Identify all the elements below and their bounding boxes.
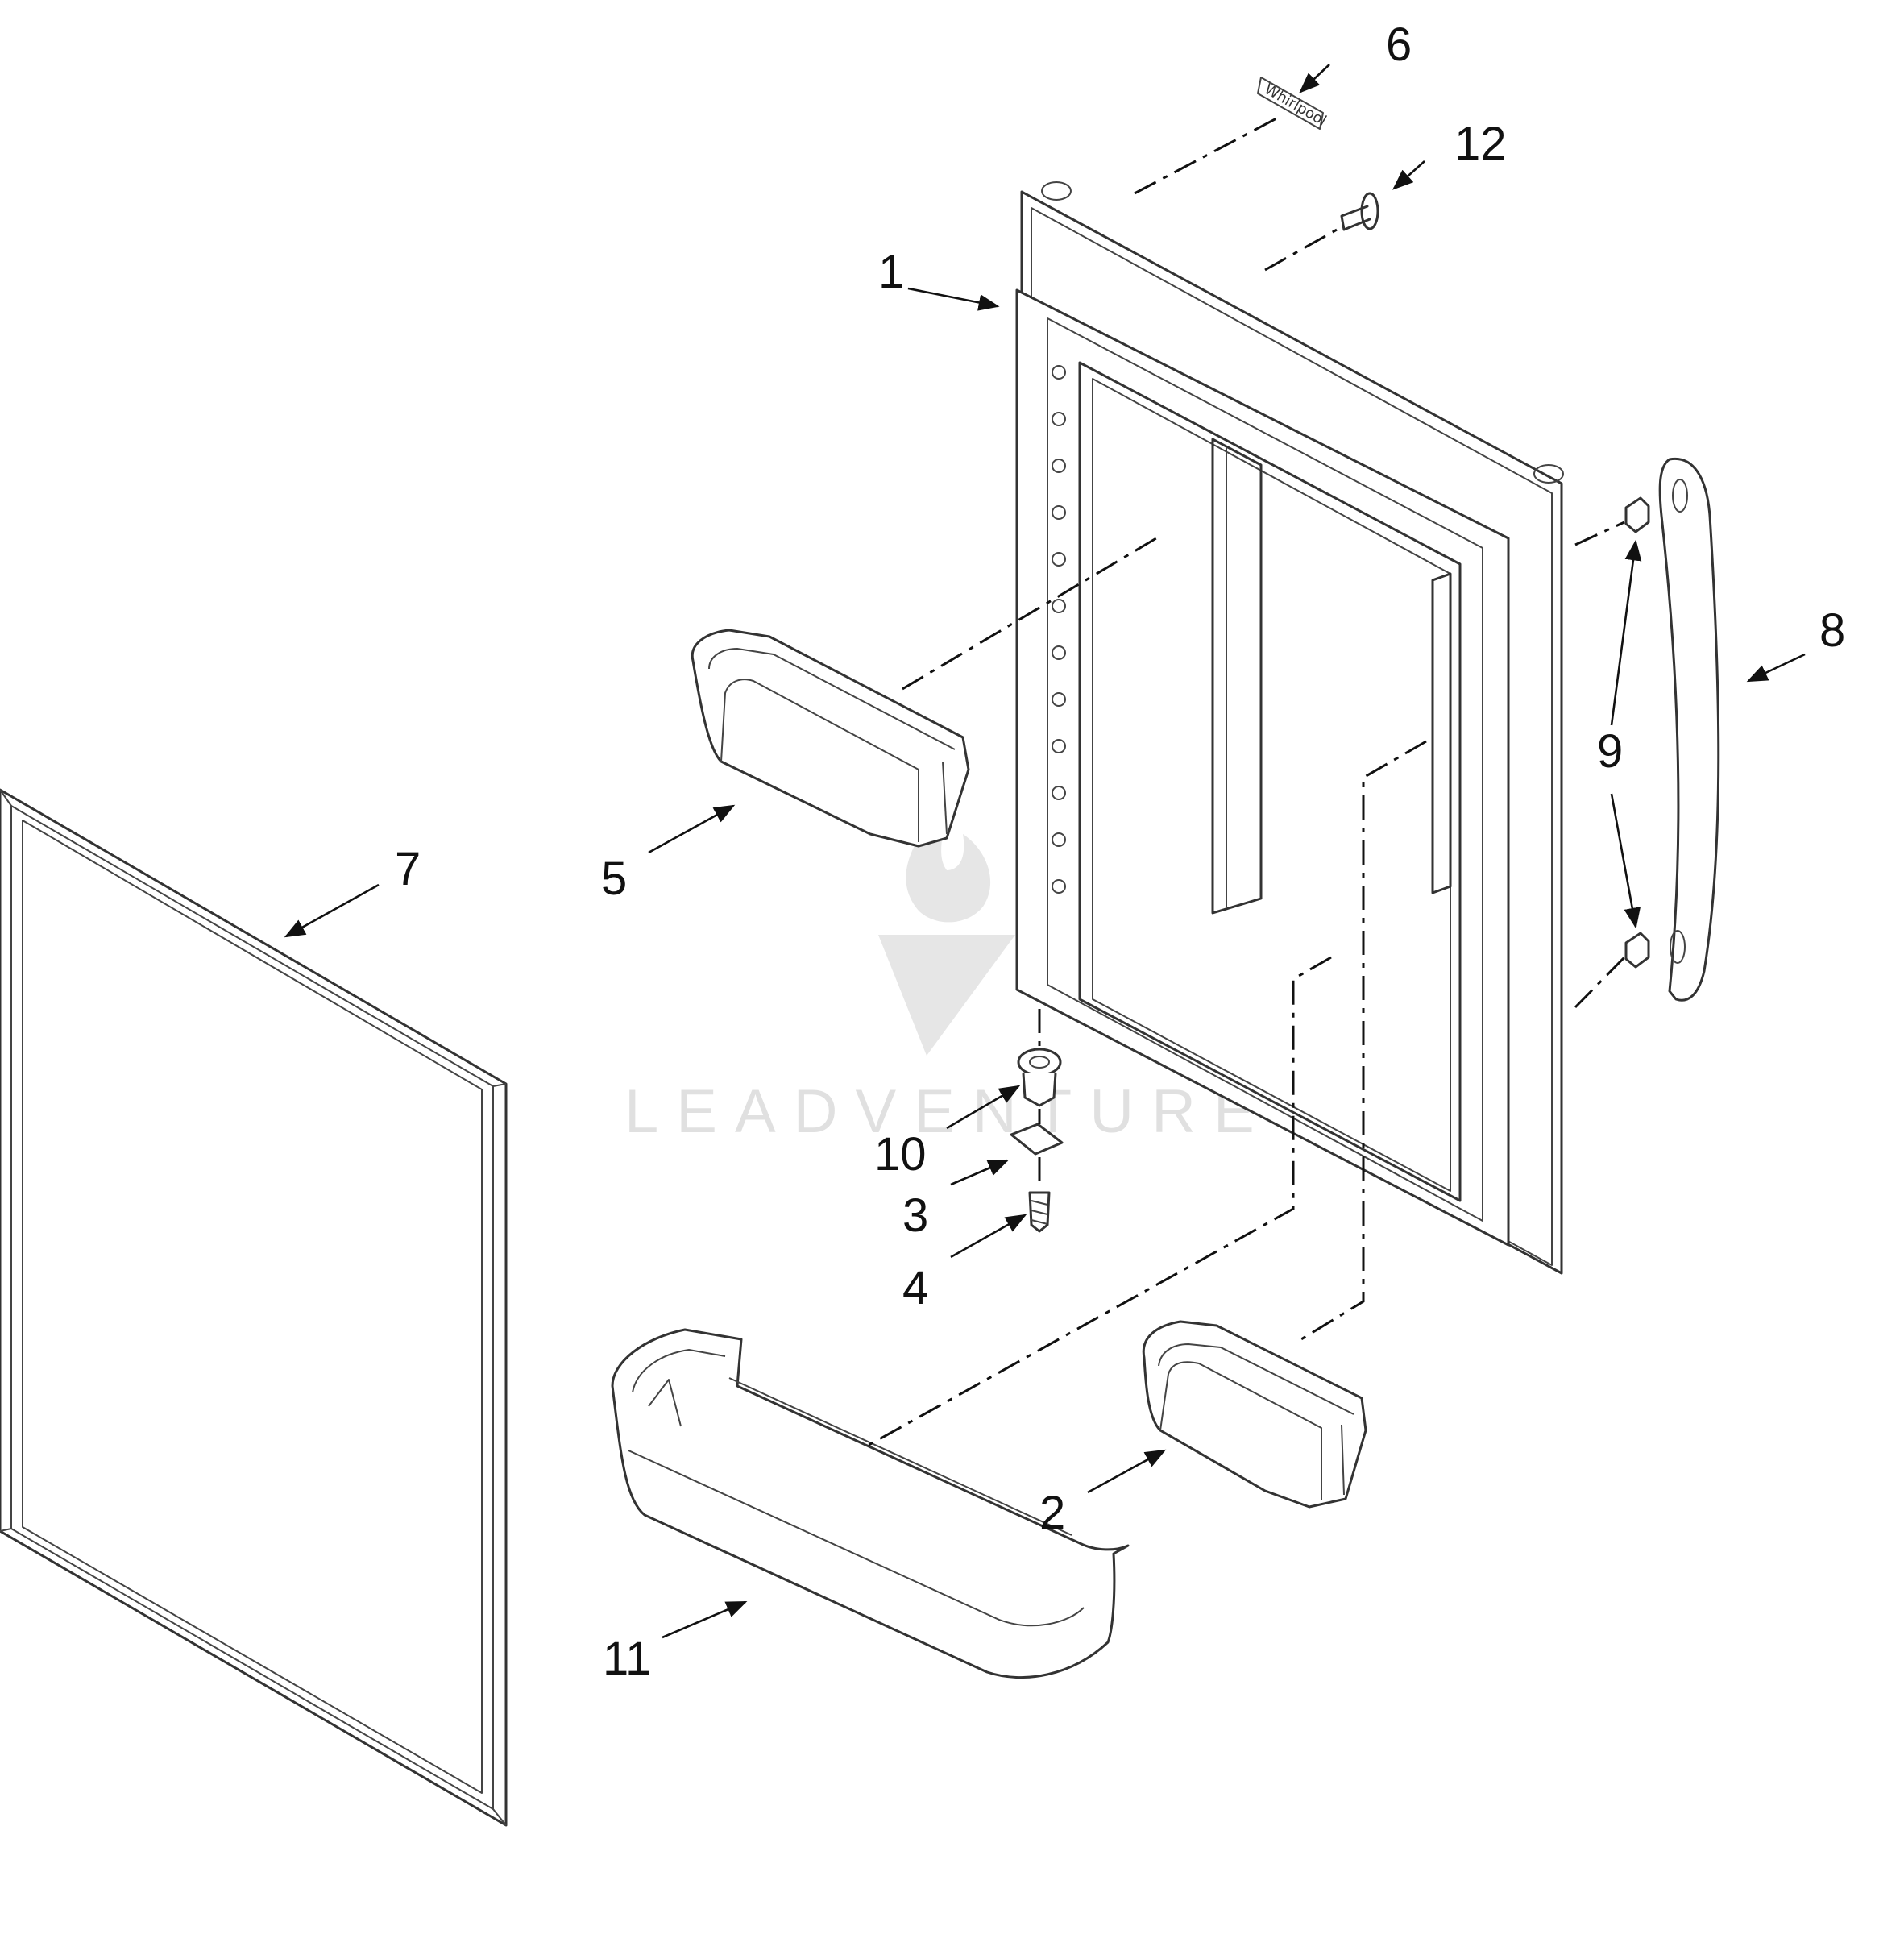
hinge-screw [1028,1191,1051,1233]
callout-labels: 1 2 3 4 5 6 7 8 9 10 11 12 [395,19,1845,1685]
callout-5: 5 [601,853,627,905]
callout-3: 3 [902,1189,928,1242]
callout-9: 9 [1597,725,1623,778]
leader-arrows [284,64,1806,1639]
assembly-guide-lines [865,115,1626,1448]
callout-7: 7 [395,843,421,895]
door-handle [1658,457,1720,1002]
handle-screws [1624,496,1650,969]
door-shelf-lower [611,1328,1130,1679]
callout-4: 4 [902,1262,928,1314]
door-assembly [1015,181,1564,1275]
callout-11: 11 [603,1633,651,1685]
callout-12: 12 [1454,118,1507,170]
hinge-plate [1010,1123,1064,1156]
shelf-support-bumps [1052,365,1066,894]
callout-2: 2 [1039,1487,1065,1539]
callout-1: 1 [878,246,904,298]
callout-6: 6 [1386,19,1412,71]
door-bin-lower [1142,1320,1367,1509]
callout-10: 10 [874,1128,927,1181]
hinge-bushing [1017,1048,1062,1107]
watermark: LEADVENTURE [624,806,1272,1146]
callout-8: 8 [1819,604,1845,657]
door-gasket [0,788,508,1827]
door-bin-upper [691,629,970,848]
watermark-text: LEADVENTURE [624,1077,1272,1146]
door-plug [1340,192,1379,231]
